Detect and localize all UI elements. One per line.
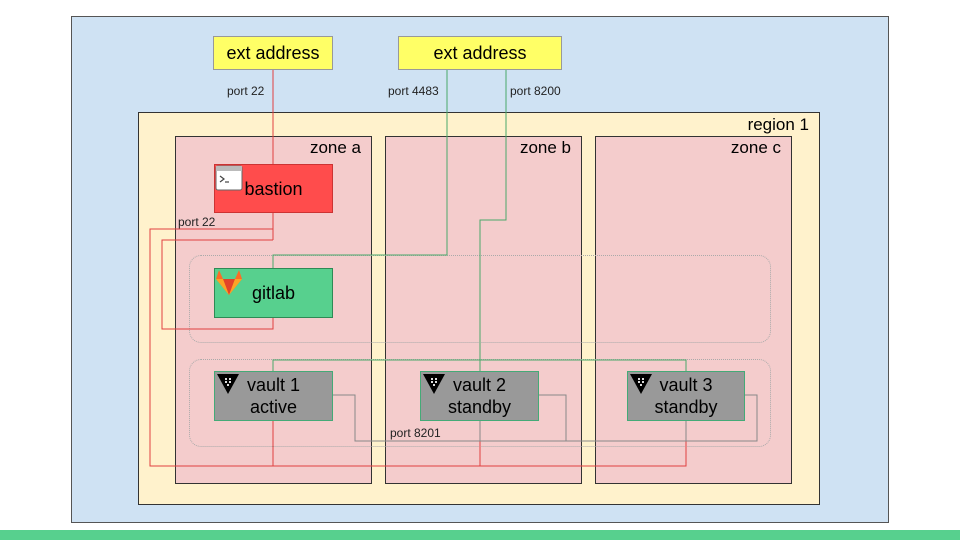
vault-3-name: vault 3	[659, 375, 713, 395]
vault-triangle-icon	[217, 374, 239, 394]
port-label-vault-cluster: port 8201	[390, 426, 441, 440]
port-label-ext1: port 22	[227, 84, 265, 98]
vault-1-name: vault 1	[246, 375, 301, 395]
bottom-accent-bar	[0, 530, 960, 540]
bastion-label: bastion	[244, 178, 303, 199]
vault-triangle-icon	[630, 374, 652, 394]
port-label-bastion-gitlab: port 22	[178, 215, 216, 229]
zone-c-label: zone c	[730, 138, 781, 157]
vault-2-name: vault 2	[452, 375, 507, 395]
gitlab-fox-icon	[216, 270, 242, 295]
port-label-ext2b: port 8200	[510, 84, 561, 98]
vault-1-node: vault 1 active	[214, 371, 333, 421]
terminal-icon	[215, 165, 243, 191]
vault-2-state: standby	[447, 397, 512, 417]
port-label-ext2a: port 4483	[388, 84, 439, 98]
ext-address-1: ext address	[213, 36, 333, 70]
region-label: region 1	[747, 115, 809, 134]
gitlab-node: gitlab	[214, 268, 333, 318]
vault-triangle-icon	[423, 374, 445, 394]
zone-b-label: zone b	[519, 138, 571, 157]
vault-1-state: active	[249, 397, 298, 417]
gitlab-label: gitlab	[251, 283, 296, 303]
vault-3-state: standby	[654, 397, 718, 417]
ext-address-2: ext address	[398, 36, 562, 70]
zone-a-label: zone a	[309, 138, 361, 157]
